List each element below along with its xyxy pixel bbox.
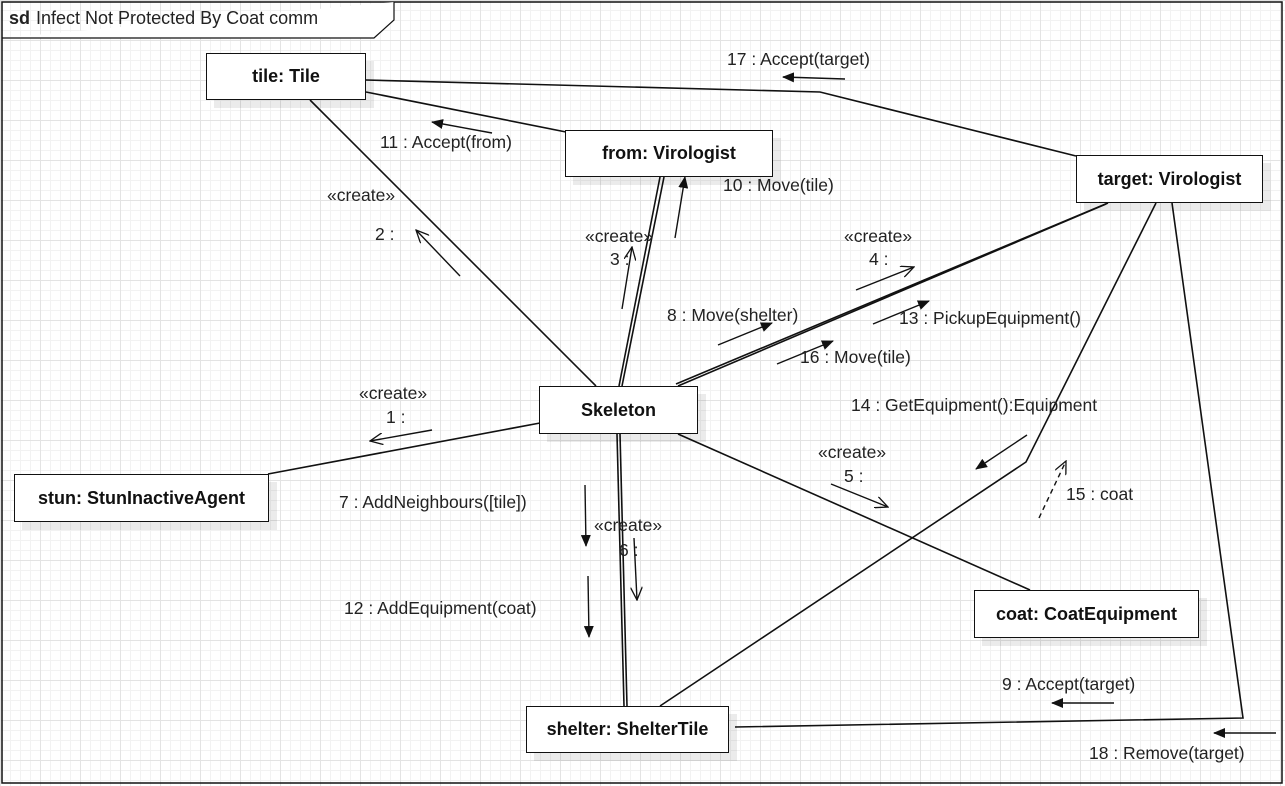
- msg-1-label: 1 :: [386, 407, 406, 427]
- msg-2-stereotype: «create»: [327, 185, 396, 205]
- arrow-msg-11: [431, 119, 493, 134]
- msg-5-stereotype: «create»: [818, 442, 887, 462]
- arrow-msg-13: [872, 300, 930, 325]
- arrow-msg-16: [776, 340, 834, 365]
- arrow-msg-17: [782, 72, 846, 83]
- frame-title-text: Infect Not Protected By Coat comm: [36, 8, 319, 28]
- lifeline-tile[interactable]: tile: Tile: [206, 53, 366, 100]
- arrow-msg-15: [1038, 461, 1066, 519]
- msg-12-label: 12 : AddEquipment(coat): [344, 598, 537, 618]
- link-target-skeleton-b: [677, 203, 1107, 387]
- msg-3-label: 3 :: [610, 249, 630, 269]
- arrow-msg-14: [975, 434, 1028, 470]
- frame-tab: [2, 2, 395, 39]
- arrow-msg-4: [855, 267, 914, 291]
- lifeline-from[interactable]: from: Virologist: [565, 130, 773, 177]
- msg-7-label: 7 : AddNeighbours([tile]): [339, 492, 527, 512]
- msg-9-label: 9 : Accept(target): [1002, 674, 1136, 694]
- msg-14-label: 14 : GetEquipment():Equipment: [851, 395, 1098, 415]
- link-from-skeleton-a: [621, 176, 665, 387]
- link-from-skeleton-b: [618, 176, 661, 387]
- msg-2-label: 2 :: [375, 224, 395, 244]
- link-target-shelter-b: [734, 202, 1244, 728]
- msg-10-label: 10 : Move(tile): [723, 175, 834, 195]
- link-tile-target: [365, 79, 1077, 157]
- arrow-msg-7: [580, 484, 591, 547]
- arrow-msg-3: [621, 247, 632, 310]
- lifeline-shelter[interactable]: shelter: ShelterTile: [526, 706, 729, 753]
- arrow-msg-6: [634, 537, 637, 600]
- frame-keyword: sd: [9, 8, 31, 28]
- arrow-msg-12: [583, 575, 594, 638]
- link-skeleton-shelter-b: [619, 433, 628, 707]
- link-tile-from: [365, 91, 567, 133]
- lifeline-coat[interactable]: coat: CoatEquipment: [974, 590, 1199, 638]
- link-skeleton-coat: [677, 433, 1031, 591]
- link-tile-skeleton: [309, 99, 597, 387]
- lifeline-stun[interactable]: stun: StunInactiveAgent: [14, 474, 269, 522]
- link-target-shelter-a: [659, 202, 1157, 707]
- arrow-msg-2: [416, 230, 461, 277]
- lifeline-skeleton[interactable]: Skeleton: [539, 386, 698, 434]
- link-skeleton-shelter-a: [616, 433, 625, 707]
- msg-3-stereotype: «create»: [585, 226, 654, 246]
- msg-5-label: 5 :: [844, 466, 864, 486]
- msg-6-stereotype: «create»: [594, 515, 663, 535]
- msg-11-label: 11 : Accept(from): [380, 132, 512, 152]
- arrow-msg-1: [370, 429, 433, 441]
- arrow-msg-5: [830, 483, 888, 507]
- msg-4-stereotype: «create»: [844, 226, 913, 246]
- arrow-msg-8: [717, 322, 773, 346]
- msg-18-label: 18 : Remove(target): [1089, 743, 1245, 763]
- msg-1-stereotype: «create»: [359, 383, 428, 403]
- msg-6-label: 6 :: [619, 540, 639, 560]
- msg-15-label: 15 : coat: [1066, 484, 1134, 504]
- msg-17-label: 17 : Accept(target): [727, 49, 870, 69]
- msg-8-label: 8 : Move(shelter): [667, 305, 799, 325]
- lifeline-target[interactable]: target: Virologist: [1076, 155, 1263, 203]
- msg-13-label: 13 : PickupEquipment(): [899, 308, 1081, 328]
- link-skeleton-stun: [267, 422, 541, 475]
- arrow-msg-10: [674, 176, 689, 239]
- msg-16-label: 16 : Move(tile): [800, 347, 911, 367]
- msg-4-label: 4 :: [869, 249, 889, 269]
